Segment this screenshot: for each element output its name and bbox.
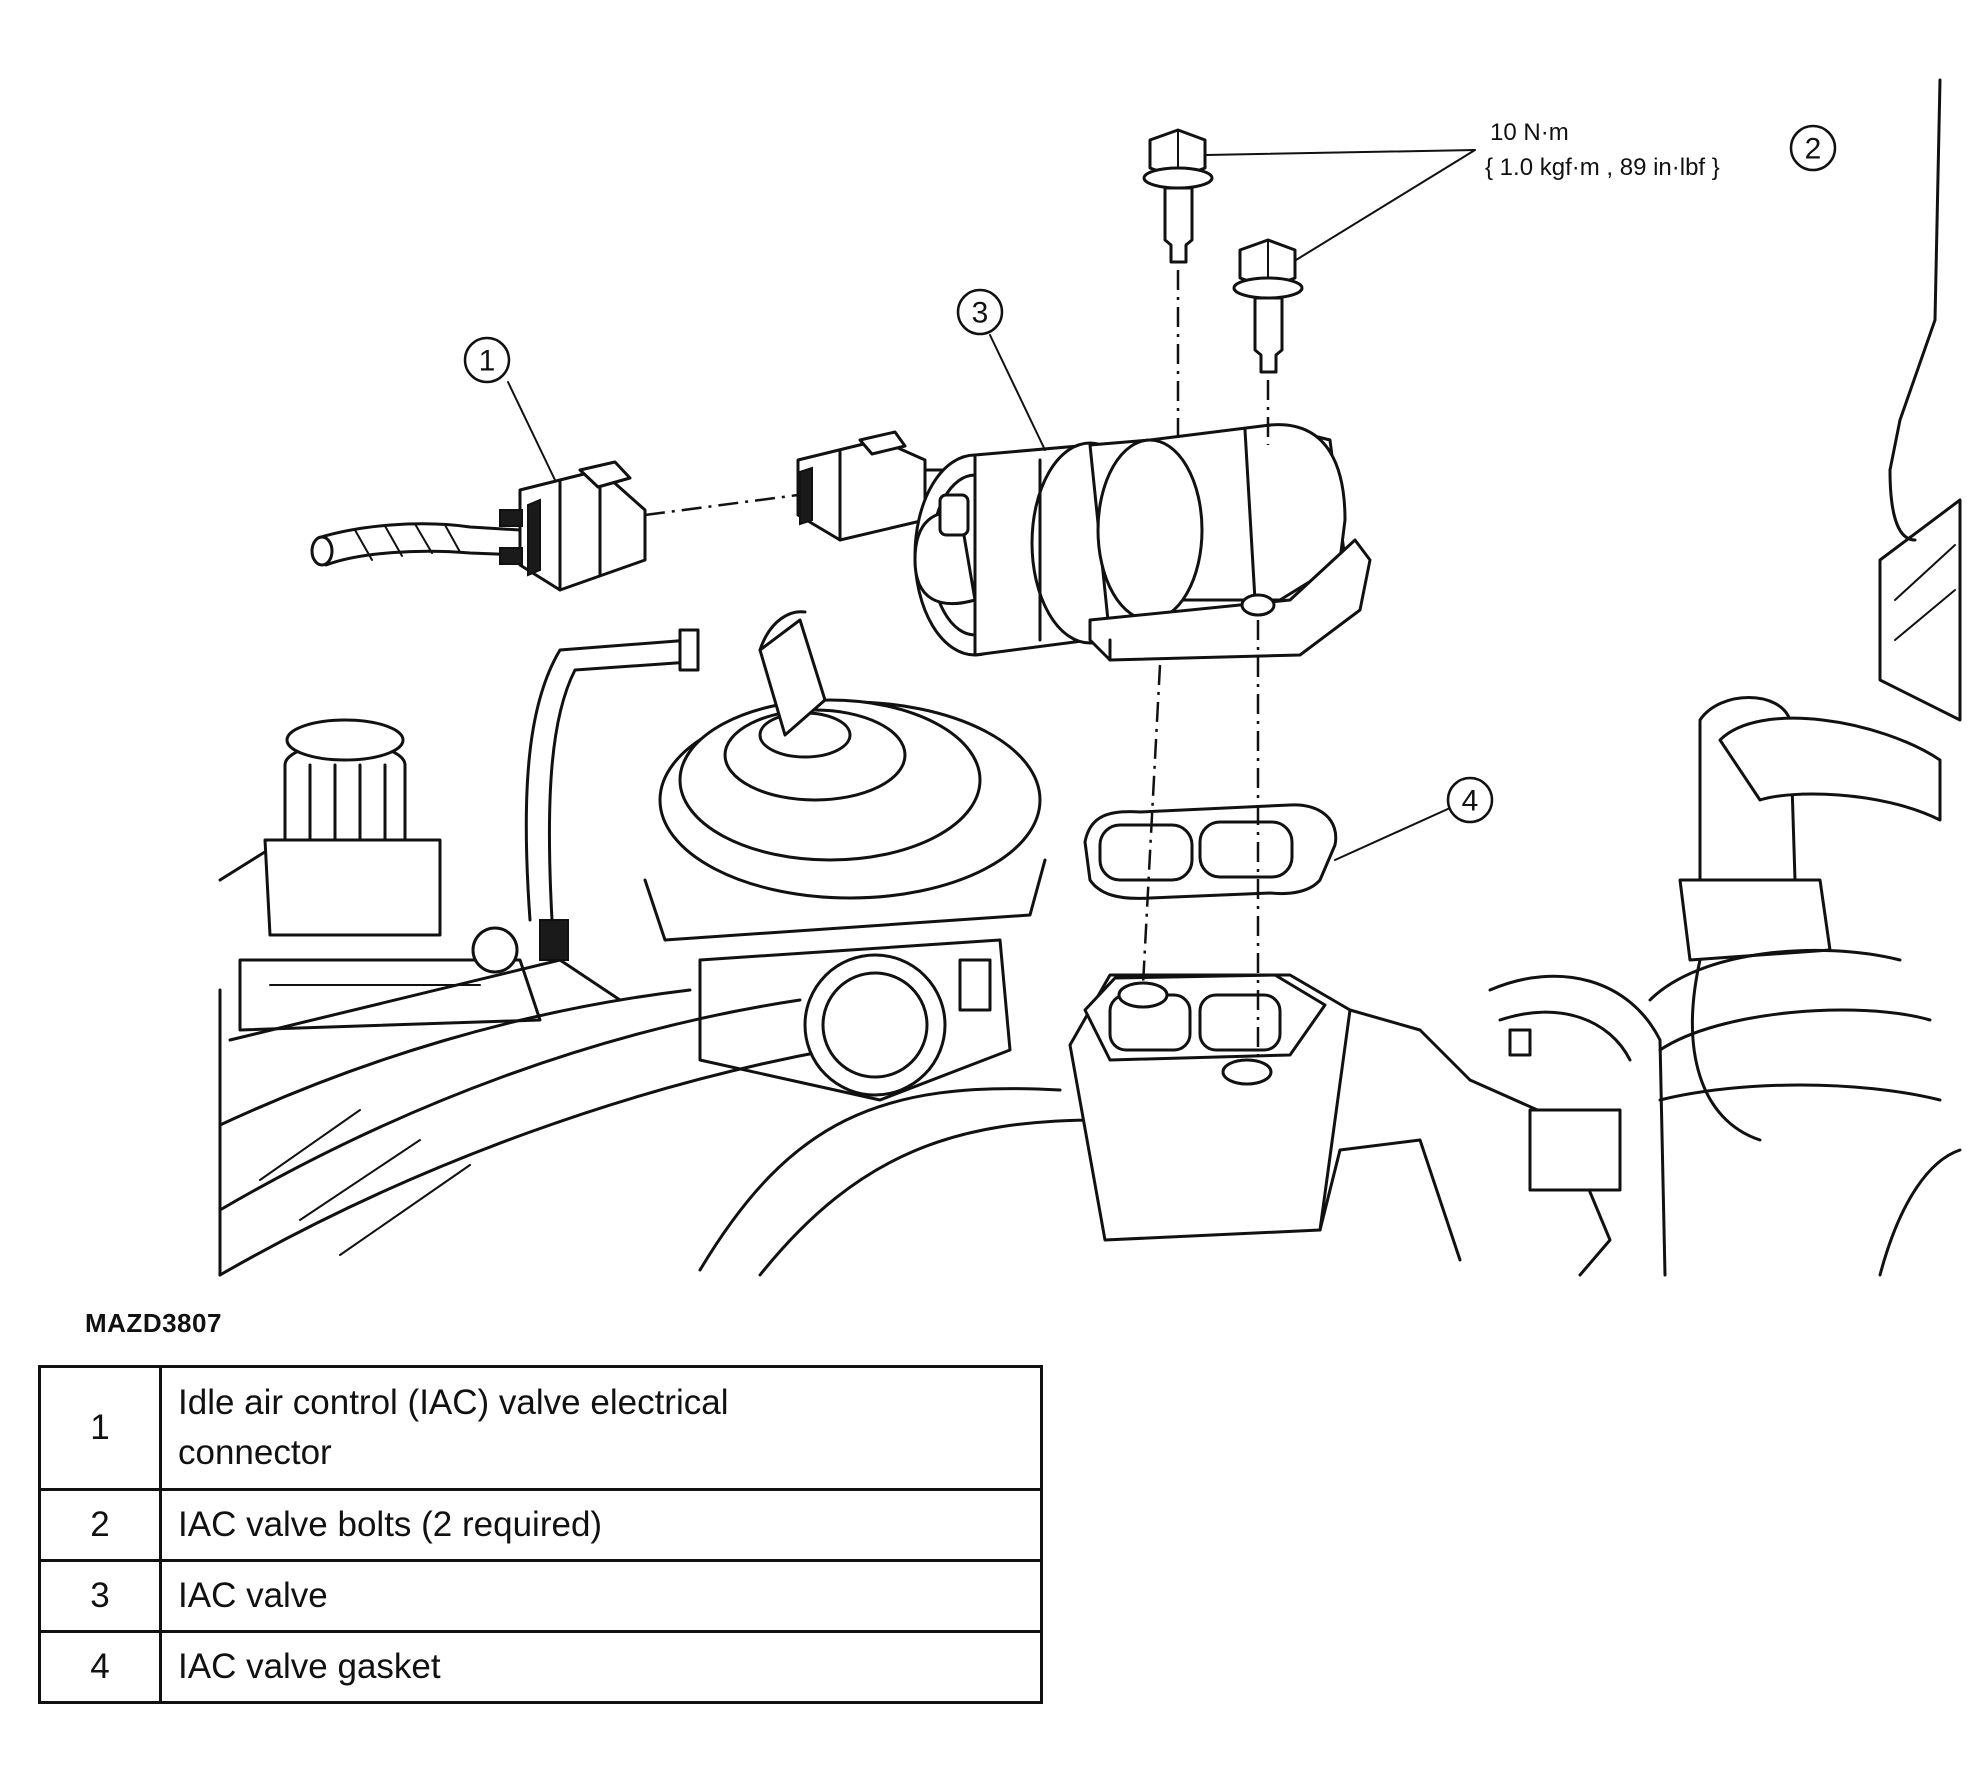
iac-valve-gasket: [1083, 803, 1338, 900]
legend-number: 3: [38, 1559, 162, 1633]
figure-code: MAZD3807: [85, 1308, 222, 1338]
legend-description: IAC valve gasket: [159, 1630, 1043, 1704]
legend-number: 1: [38, 1365, 162, 1491]
legend-description: Idle air control (IAC) valve electrical …: [159, 1365, 1043, 1491]
engine-background: [218, 78, 1962, 1277]
callout-3: 3: [956, 288, 1004, 336]
leader-lines: [507, 149, 1476, 861]
legend-table: 1 Idle air control (IAC) valve electrica…: [38, 1365, 1043, 1704]
iac-valve-exploded-diagram: 1 2 3 4 10 N·m { 1.0 kgf·m , 89 in·lbf }: [218, 78, 1962, 1277]
legend-description: IAC valve: [159, 1559, 1043, 1633]
legend-row: 1 Idle air control (IAC) valve electrica…: [38, 1365, 1043, 1491]
callout-2: 2: [1789, 124, 1837, 172]
callout-1: 1: [463, 336, 511, 384]
svg-text:4: 4: [1462, 785, 1479, 818]
iac-valve-electrical-connector: [310, 460, 647, 592]
torque-spec-line-1: 10 N·m: [1490, 119, 1569, 146]
iac-valve-bolts: [1142, 128, 1304, 374]
legend-row: 4 IAC valve gasket: [38, 1630, 1043, 1704]
legend-number: 4: [38, 1630, 162, 1704]
svg-text:1: 1: [479, 345, 496, 378]
svg-text:2: 2: [1805, 133, 1822, 166]
legend-row: 3 IAC valve: [38, 1559, 1043, 1633]
alignment-lines: [644, 270, 1270, 1060]
iac-valve: [796, 423, 1372, 662]
legend-row: 2 IAC valve bolts (2 required): [38, 1488, 1043, 1562]
legend-description-line-2: connector: [178, 1433, 332, 1472]
legend-description: IAC valve bolts (2 required): [159, 1488, 1043, 1562]
callout-4: 4: [1446, 776, 1494, 824]
legend-number: 2: [38, 1488, 162, 1562]
torque-spec-line-2: { 1.0 kgf·m , 89 in·lbf }: [1485, 154, 1720, 181]
svg-text:3: 3: [972, 297, 989, 330]
legend-description-line-1: Idle air control (IAC) valve electrical: [178, 1383, 729, 1422]
